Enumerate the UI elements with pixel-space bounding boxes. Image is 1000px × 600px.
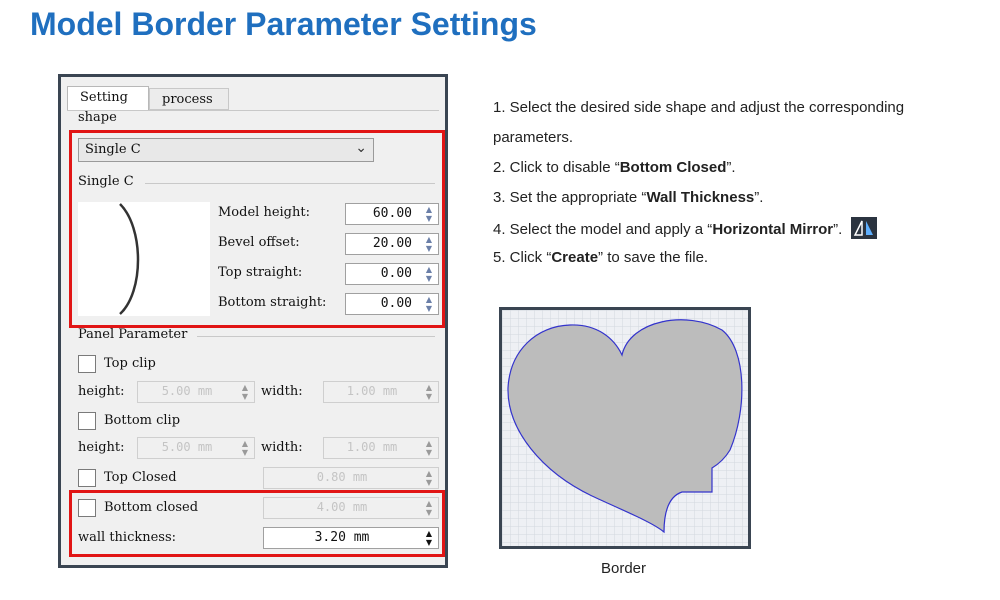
step-1-line-1: 1. Select the desired side shape and adj… bbox=[493, 99, 905, 116]
bottom-closed-label: Bottom closed bbox=[104, 500, 199, 515]
step-3-bold: Wall Thickness bbox=[646, 189, 755, 206]
step-3-end: ”. bbox=[754, 189, 764, 206]
tab-divider bbox=[67, 110, 439, 111]
top-closed-input[interactable]: 0.80 mm ▲▼ bbox=[263, 467, 439, 489]
shape-select-value: Single C bbox=[85, 142, 141, 157]
shape-label: shape bbox=[78, 110, 117, 125]
spin-arrows-icon[interactable]: ▲▼ bbox=[425, 265, 433, 283]
model-height-value: 60.00 bbox=[372, 206, 412, 221]
border-settings-dialog: Setting process shape Single C ⌄ Single … bbox=[58, 74, 448, 568]
wall-thickness-label: wall thickness: bbox=[78, 530, 177, 545]
step-5: 5. Click “Create” to save the file. bbox=[493, 249, 708, 266]
spin-arrows-icon[interactable]: ▲▼ bbox=[425, 499, 433, 517]
top-closed-value: 0.80 mm bbox=[316, 470, 368, 484]
spin-arrows-icon[interactable]: ▲▼ bbox=[425, 469, 433, 487]
bottom-clip-width-label: width: bbox=[261, 440, 303, 455]
heart-border-shape bbox=[502, 310, 748, 546]
step-5-text: 5. Click “ bbox=[493, 249, 552, 266]
bottom-straight-value: 0.00 bbox=[380, 296, 412, 311]
bottom-clip-height-label: height: bbox=[78, 440, 125, 455]
single-c-group-title: Single C bbox=[78, 174, 134, 189]
horizontal-mirror-icon bbox=[850, 217, 877, 239]
step-4-bold: Horizontal Mirror bbox=[712, 220, 834, 238]
step-5-end: ” to save the file. bbox=[598, 249, 709, 266]
bevel-offset-label: Bevel offset: bbox=[218, 235, 300, 250]
preview-caption: Border bbox=[601, 560, 647, 577]
top-closed-label: Top Closed bbox=[104, 470, 177, 485]
closure-highlight-box bbox=[69, 490, 445, 557]
step-3-text: 3. Set the appropriate “ bbox=[493, 189, 647, 206]
wall-thickness-input[interactable]: 3.20 mm ▲▼ bbox=[263, 527, 439, 549]
model-height-label: Model height: bbox=[218, 205, 310, 220]
step-3: 3. Set the appropriate “Wall Thickness”. bbox=[493, 189, 763, 206]
step-4-text: 4. Select the model and apply a “ bbox=[493, 220, 713, 238]
step-4-end: ”. bbox=[833, 220, 843, 238]
top-straight-value: 0.00 bbox=[380, 266, 412, 281]
spin-arrows-icon[interactable]: ▲▼ bbox=[425, 235, 433, 253]
c-curve-icon bbox=[119, 203, 140, 315]
top-clip-width-label: width: bbox=[261, 384, 303, 399]
top-clip-checkbox[interactable] bbox=[78, 355, 96, 373]
bevel-offset-value: 20.00 bbox=[372, 236, 412, 251]
spin-arrows-icon[interactable]: ▲▼ bbox=[425, 529, 433, 547]
shape-select[interactable]: Single C ⌄ bbox=[78, 138, 374, 162]
border-preview-frame bbox=[499, 307, 751, 549]
bottom-closed-checkbox[interactable] bbox=[78, 499, 96, 517]
spin-arrows-icon[interactable]: ▲▼ bbox=[241, 439, 249, 457]
bottom-straight-label: Bottom straight: bbox=[218, 295, 327, 310]
top-closed-checkbox[interactable] bbox=[78, 469, 96, 487]
top-clip-height-input[interactable]: 5.00 mm ▲▼ bbox=[137, 381, 255, 403]
step-1-line-2: parameters. bbox=[493, 129, 574, 146]
spin-arrows-icon[interactable]: ▲▼ bbox=[425, 295, 433, 313]
spin-arrows-icon[interactable]: ▲▼ bbox=[425, 383, 433, 401]
top-clip-width-value: 1.00 mm bbox=[346, 384, 398, 398]
tab-process[interactable]: process bbox=[149, 88, 229, 110]
bottom-clip-height-input[interactable]: 5.00 mm ▲▼ bbox=[137, 437, 255, 459]
step-5-bold: Create bbox=[551, 249, 599, 266]
bottom-clip-width-value: 1.00 mm bbox=[346, 440, 398, 454]
step-2-text: 2. Click to disable “ bbox=[493, 159, 620, 176]
group-divider bbox=[197, 336, 435, 337]
group-divider bbox=[145, 183, 435, 184]
page-title: Model Border Parameter Settings bbox=[30, 6, 537, 42]
bottom-closed-value: 4.00 mm bbox=[316, 500, 368, 514]
panel-parameter-group-title: Panel Parameter bbox=[78, 327, 188, 342]
model-height-input[interactable]: 60.00 ▲▼ bbox=[345, 203, 439, 225]
step-2-end: ”. bbox=[726, 159, 736, 176]
bottom-straight-input[interactable]: 0.00 ▲▼ bbox=[345, 293, 439, 315]
step-2: 2. Click to disable “Bottom Closed”. bbox=[493, 159, 736, 176]
bottom-clip-height-value: 5.00 mm bbox=[161, 440, 213, 454]
step-4: 4. Select the model and apply a “Horizon… bbox=[493, 217, 877, 241]
top-clip-label: Top clip bbox=[104, 356, 156, 371]
spin-arrows-icon[interactable]: ▲▼ bbox=[425, 439, 433, 457]
wall-thickness-value: 3.20 mm bbox=[314, 530, 370, 545]
shape-preview bbox=[78, 202, 210, 316]
top-straight-input[interactable]: 0.00 ▲▼ bbox=[345, 263, 439, 285]
chevron-down-icon: ⌄ bbox=[355, 140, 367, 156]
top-straight-label: Top straight: bbox=[218, 265, 303, 280]
bottom-clip-checkbox[interactable] bbox=[78, 412, 96, 430]
spin-arrows-icon[interactable]: ▲▼ bbox=[241, 383, 249, 401]
tab-setting[interactable]: Setting bbox=[67, 86, 149, 110]
spin-arrows-icon[interactable]: ▲▼ bbox=[425, 205, 433, 223]
shape-highlight-box bbox=[69, 130, 445, 328]
bottom-clip-label: Bottom clip bbox=[104, 413, 181, 428]
bottom-closed-input[interactable]: 4.00 mm ▲▼ bbox=[263, 497, 439, 519]
step-2-bold: Bottom Closed bbox=[619, 159, 727, 176]
bottom-clip-width-input[interactable]: 1.00 mm ▲▼ bbox=[323, 437, 439, 459]
bevel-offset-input[interactable]: 20.00 ▲▼ bbox=[345, 233, 439, 255]
top-clip-width-input[interactable]: 1.00 mm ▲▼ bbox=[323, 381, 439, 403]
top-clip-height-value: 5.00 mm bbox=[161, 384, 213, 398]
top-clip-height-label: height: bbox=[78, 384, 125, 399]
